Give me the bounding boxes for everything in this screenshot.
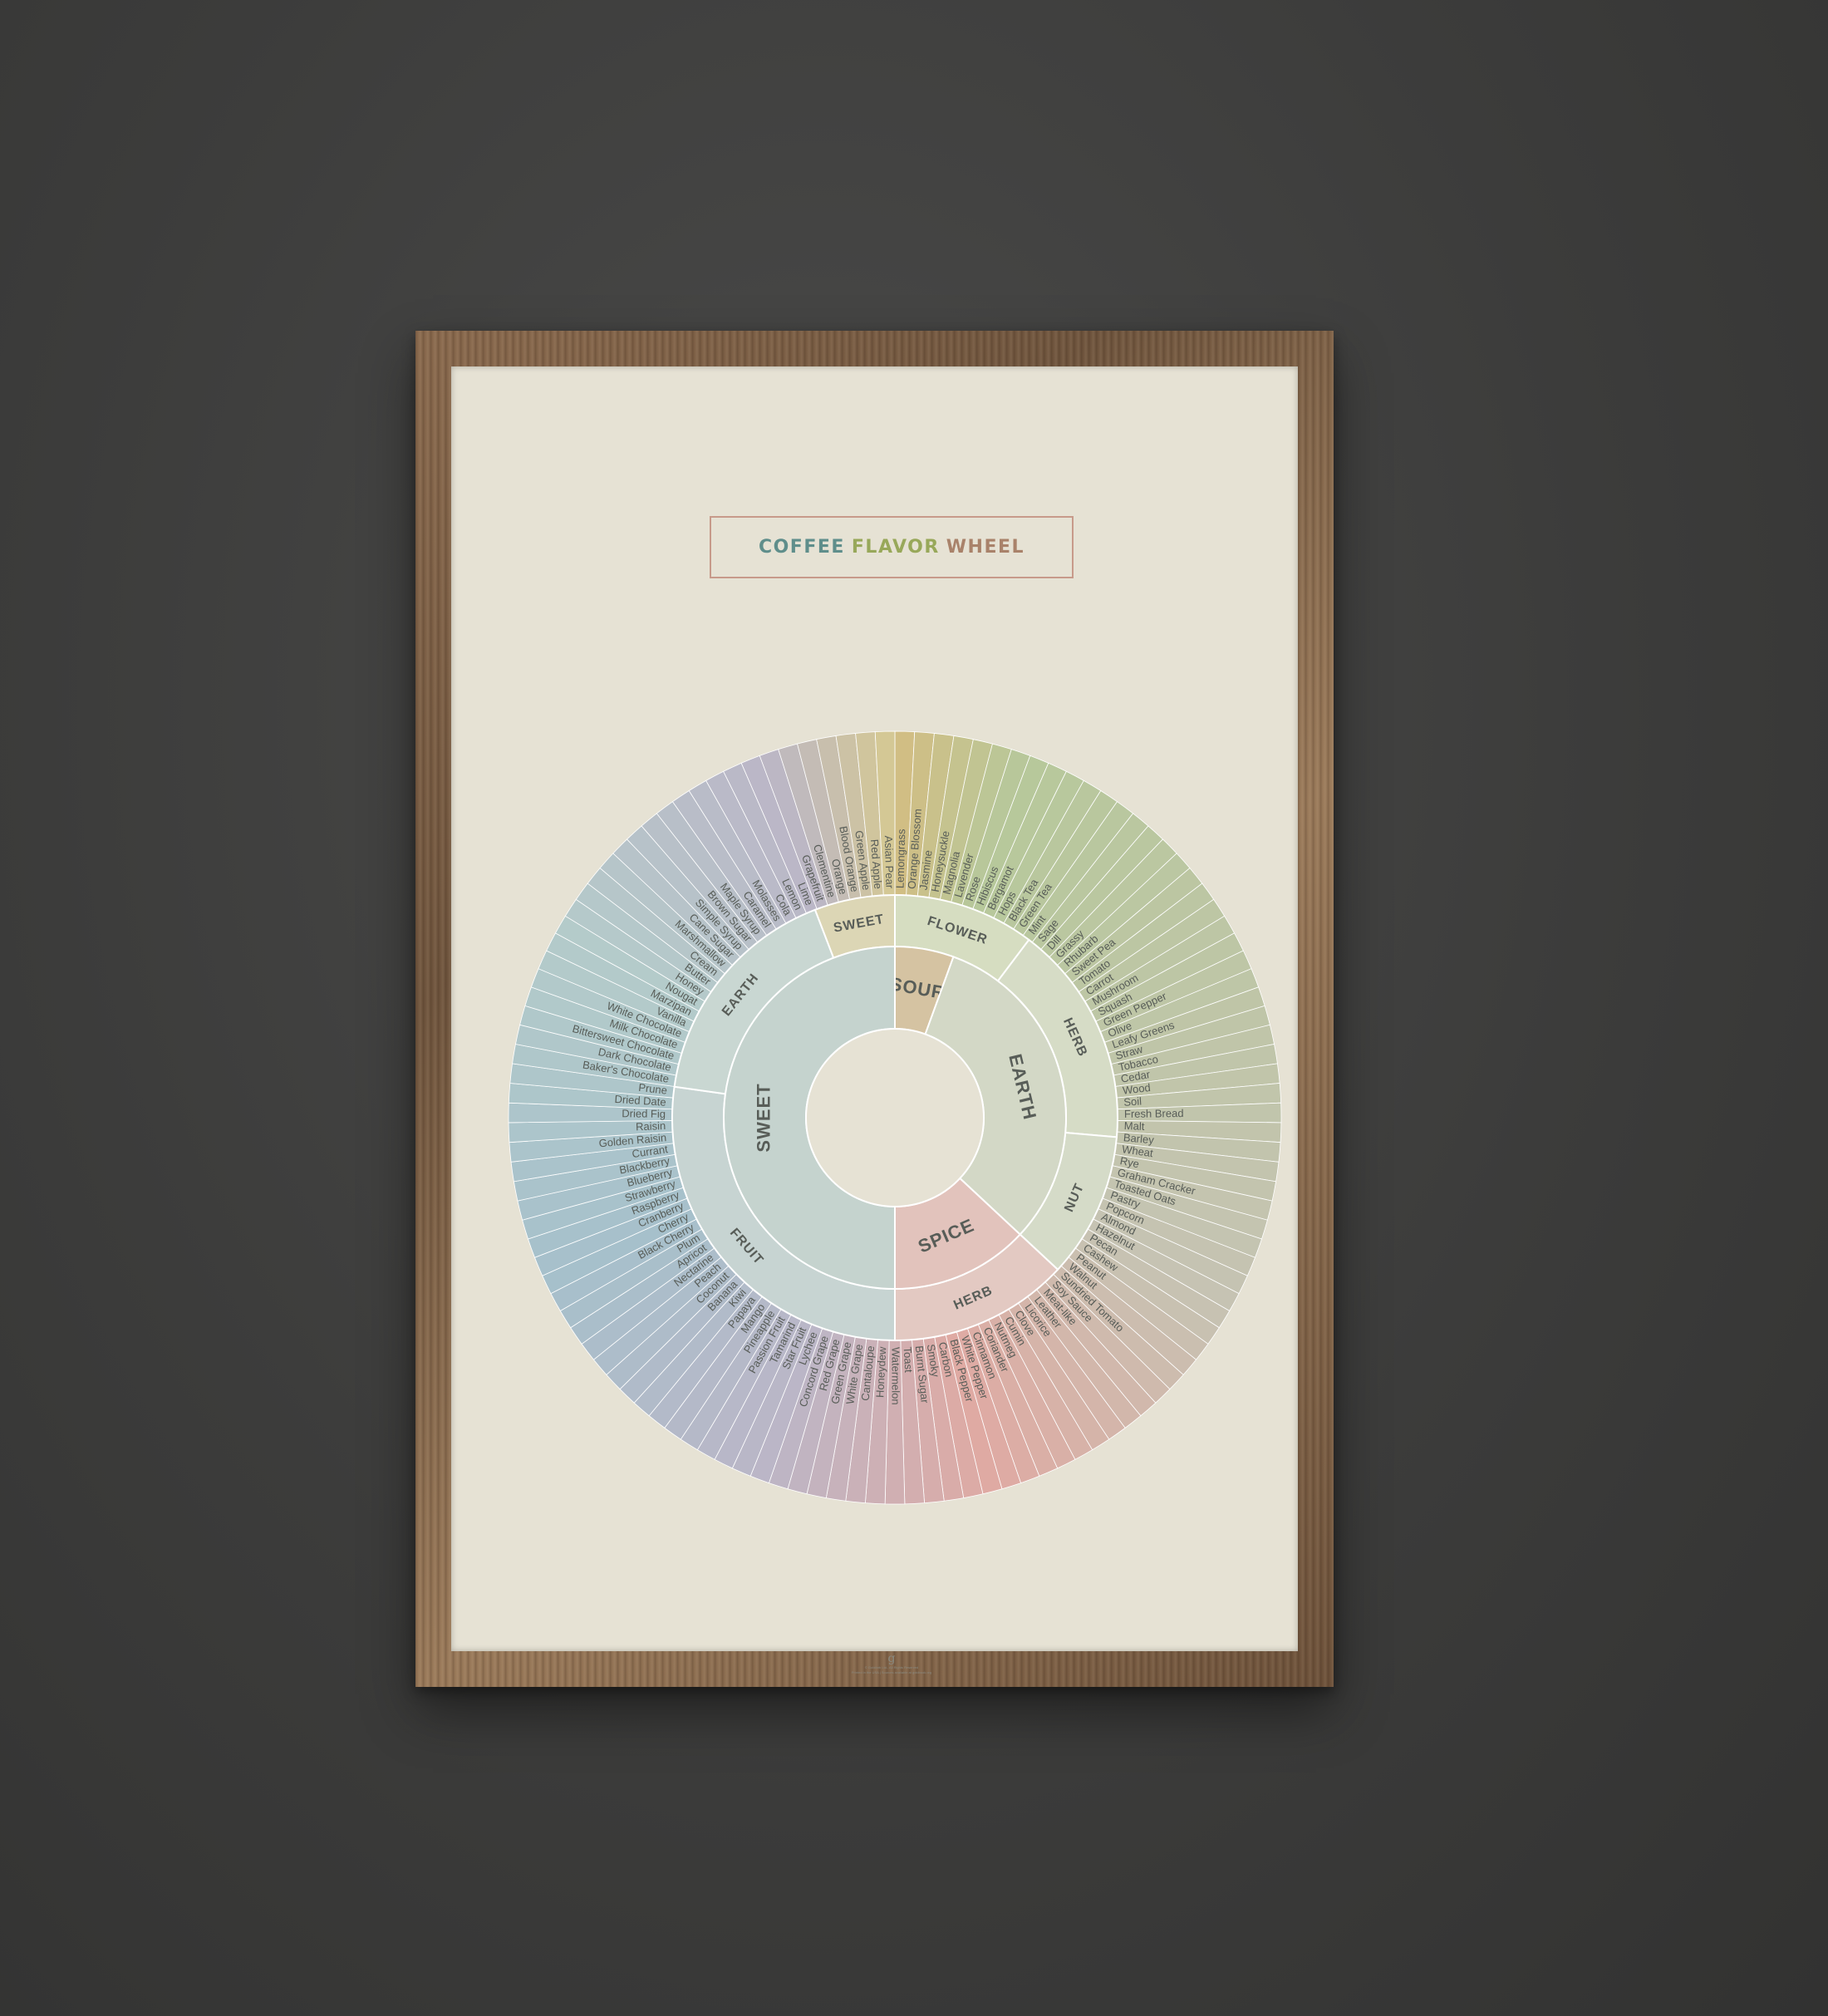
outer-flavor-label: Honeydew: [873, 1346, 888, 1399]
outer-flavor-label: Wood: [1122, 1081, 1151, 1097]
outer-flavor-label: Raisin: [636, 1119, 666, 1133]
outer-flavor-label: Watermelon: [890, 1347, 902, 1405]
footer-logo: g: [887, 1652, 896, 1665]
outer-flavor-label: Orange Blossom: [906, 809, 924, 890]
title-word-wheel: WHEEL: [946, 537, 1025, 558]
outer-flavor-label: Smoky: [925, 1343, 942, 1378]
outer-flavor-label: Lemongrass: [893, 829, 907, 888]
title-word-flavor: FLAVOR: [851, 537, 940, 558]
footer-copyright: © Goldfarb Ltd., All Rights Reserved: [864, 1665, 919, 1669]
outer-flavor-label: Cedar: [1120, 1068, 1152, 1085]
inner-category-label: SWEET: [753, 1083, 774, 1152]
outer-flavor-label: Red Apple: [868, 838, 885, 889]
outer-flavor-label: Jasmine: [917, 849, 935, 891]
poster-footer: g © Goldfarb Ltd., All Rights Reserved P…: [792, 1652, 991, 1675]
poster-title: COFFEE FLAVOR WHEEL: [710, 516, 1074, 578]
outer-flavor-label: Burnt Sugar: [913, 1345, 931, 1404]
footer-sources: Printed in the USA | Sources available a…: [851, 1670, 932, 1674]
outer-flavor-label: Wheat: [1121, 1143, 1154, 1159]
outer-flavor-label: Asian Pear: [882, 835, 897, 889]
title-word-coffee: COFFEE: [758, 537, 845, 558]
outer-flavor-label: Malt: [1124, 1119, 1146, 1133]
outer-flavor-label: Prune: [638, 1081, 668, 1097]
outer-flavor-label: Barley: [1123, 1131, 1155, 1146]
wheel-hub: [805, 1028, 985, 1207]
outer-flavor-label: Dried Fig: [622, 1107, 666, 1120]
outer-flavor-label: Toast: [902, 1346, 916, 1373]
outer-flavor-label: Dried Date: [614, 1093, 666, 1109]
outer-flavor-label: Soil: [1123, 1094, 1142, 1108]
outer-flavor-label: Fresh Bread: [1124, 1107, 1184, 1120]
outer-flavor-label: Rye: [1119, 1154, 1141, 1170]
